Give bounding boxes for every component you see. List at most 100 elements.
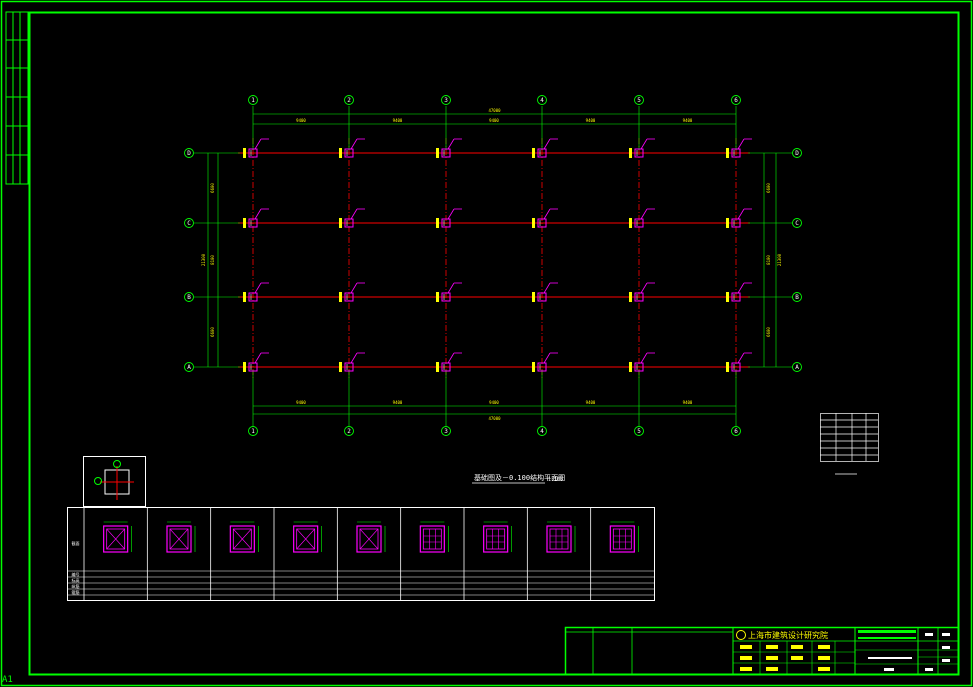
column-elevation-tag [243, 148, 246, 158]
dim-text-top-total: 47000 [488, 108, 501, 113]
column-elevation-tag [243, 218, 246, 228]
axis-bubble-bottom-5-circle [634, 426, 644, 436]
dim-text-right-bay: 8100 [766, 255, 771, 265]
column-leader-line [737, 208, 745, 220]
dim-text-bottom-bay: 9400 [296, 400, 306, 405]
column-leader-line [543, 138, 551, 150]
dim-text-top-bay: 9400 [296, 118, 306, 123]
dim-text-top-bay: 9400 [586, 118, 596, 123]
axis-bubble-top-2-circle [344, 95, 354, 105]
section-outline [229, 525, 255, 553]
column-marker [731, 218, 741, 228]
column-elevation-tag [629, 292, 632, 302]
column-elevation-tag [726, 148, 729, 158]
column-marker [634, 362, 644, 372]
schedule-row-header: 标高 [72, 577, 80, 583]
axis-bubble-bottom-1-label: 1 [251, 428, 255, 435]
axis-bubble-bottom-2-label: 2 [347, 428, 351, 435]
axis-bubble-top-6-label: 6 [734, 97, 738, 104]
axis-bubble-bottom-1-circle [248, 426, 258, 436]
plan-title-block: 基础图及－0.100结构平面图 1:100 [472, 473, 565, 484]
plan-scale: 1:100 [548, 477, 563, 483]
column-marker [248, 362, 258, 372]
column-leader-line [543, 282, 551, 294]
column-leader-line [254, 208, 262, 220]
axis-bubble-top-4-circle [537, 95, 547, 105]
company-logo [736, 630, 746, 640]
binding-strip [5, 11, 29, 185]
axis-bubble-right-C-label: C [795, 220, 799, 227]
dim-text-bottom-bay: 9400 [586, 400, 596, 405]
column-marker [441, 362, 451, 372]
column-marker [248, 148, 258, 158]
dim-text-left-bay: 6600 [210, 183, 215, 193]
axis-bubble-bottom-6-label: 6 [734, 428, 738, 435]
column-elevation-tag [629, 148, 632, 158]
axis-bubble-top-2-label: 2 [347, 97, 351, 104]
column-marker [441, 292, 451, 302]
column-elevation-tag [726, 362, 729, 372]
section-stirrup [169, 528, 189, 550]
column-marker [634, 292, 644, 302]
column-marker [731, 362, 741, 372]
column-elevation-tag [532, 218, 535, 228]
column-elevation-tag [629, 218, 632, 228]
column-leader-line [737, 138, 745, 150]
column-elevation-tag [532, 292, 535, 302]
column-leader-line [640, 138, 648, 150]
column-marker [537, 148, 547, 158]
section-stirrup [422, 528, 442, 550]
dim-text-top-bay: 9400 [489, 118, 499, 123]
axis-bubble-left-D-label: D [187, 150, 191, 157]
dimension-lines: 9400940094009400940094009400940094009400… [194, 106, 793, 426]
axis-bubble-top-3-label: 3 [444, 97, 448, 104]
column-leader-line [543, 208, 551, 220]
axis-bubble-right-A-label: A [795, 364, 799, 371]
column-marker [248, 292, 258, 302]
column-legend-detail [83, 456, 146, 507]
section-outline [103, 525, 129, 553]
axis-bubble-top-1-label: 1 [251, 97, 255, 104]
section-stirrup [612, 528, 632, 550]
section-tie [106, 528, 125, 550]
dim-text-bottom-bay: 9400 [393, 400, 403, 405]
schedule-row-header: 编号 [72, 571, 80, 577]
column-elevation-tag [726, 292, 729, 302]
column-elevation-tag [629, 362, 632, 372]
title-block: 上海市建筑设计研究院 [564, 626, 960, 676]
column-leader-line [447, 352, 455, 364]
column-leader-line [254, 138, 262, 150]
column-elevation-tag [339, 218, 342, 228]
column-marker [344, 148, 354, 158]
dim-text-bottom-bay: 9400 [489, 400, 499, 405]
axis-bubble-top-5-circle [634, 95, 644, 105]
axis-grid [238, 138, 750, 380]
axis-bubble-left-C-circle [184, 218, 194, 228]
dim-text-right-bay: 6600 [766, 327, 771, 337]
axis-bubble-left-A-label: A [187, 364, 191, 371]
axis-bubble-bottom-4-circle [537, 426, 547, 436]
section-outline [293, 525, 319, 553]
axis-bubble-right-B-circle [792, 292, 802, 302]
column-leader-line [640, 208, 648, 220]
column-elevation-tag [339, 362, 342, 372]
column-elevation-tag [532, 148, 535, 158]
column-leader-line [254, 282, 262, 294]
axis-bubble-left-B-label: B [187, 294, 191, 301]
section-outline [609, 525, 635, 553]
column-elevation-tag [436, 218, 439, 228]
axis-bubble-right-A-circle [792, 362, 802, 372]
axis-bubble-left-D-circle [184, 148, 194, 158]
column-elevation-tag [243, 362, 246, 372]
section-outline [166, 525, 192, 553]
column-leader-line [737, 282, 745, 294]
axis-bubble-bottom-2-circle [344, 426, 354, 436]
schedule-row-header: 箍筋 [72, 589, 80, 595]
column-marker [248, 218, 258, 228]
section-outline [356, 525, 382, 553]
column-marker [537, 292, 547, 302]
axis-bubble-right-B-label: B [795, 294, 799, 301]
column-marker [634, 218, 644, 228]
axis-bubble-right-D-circle [792, 148, 802, 158]
